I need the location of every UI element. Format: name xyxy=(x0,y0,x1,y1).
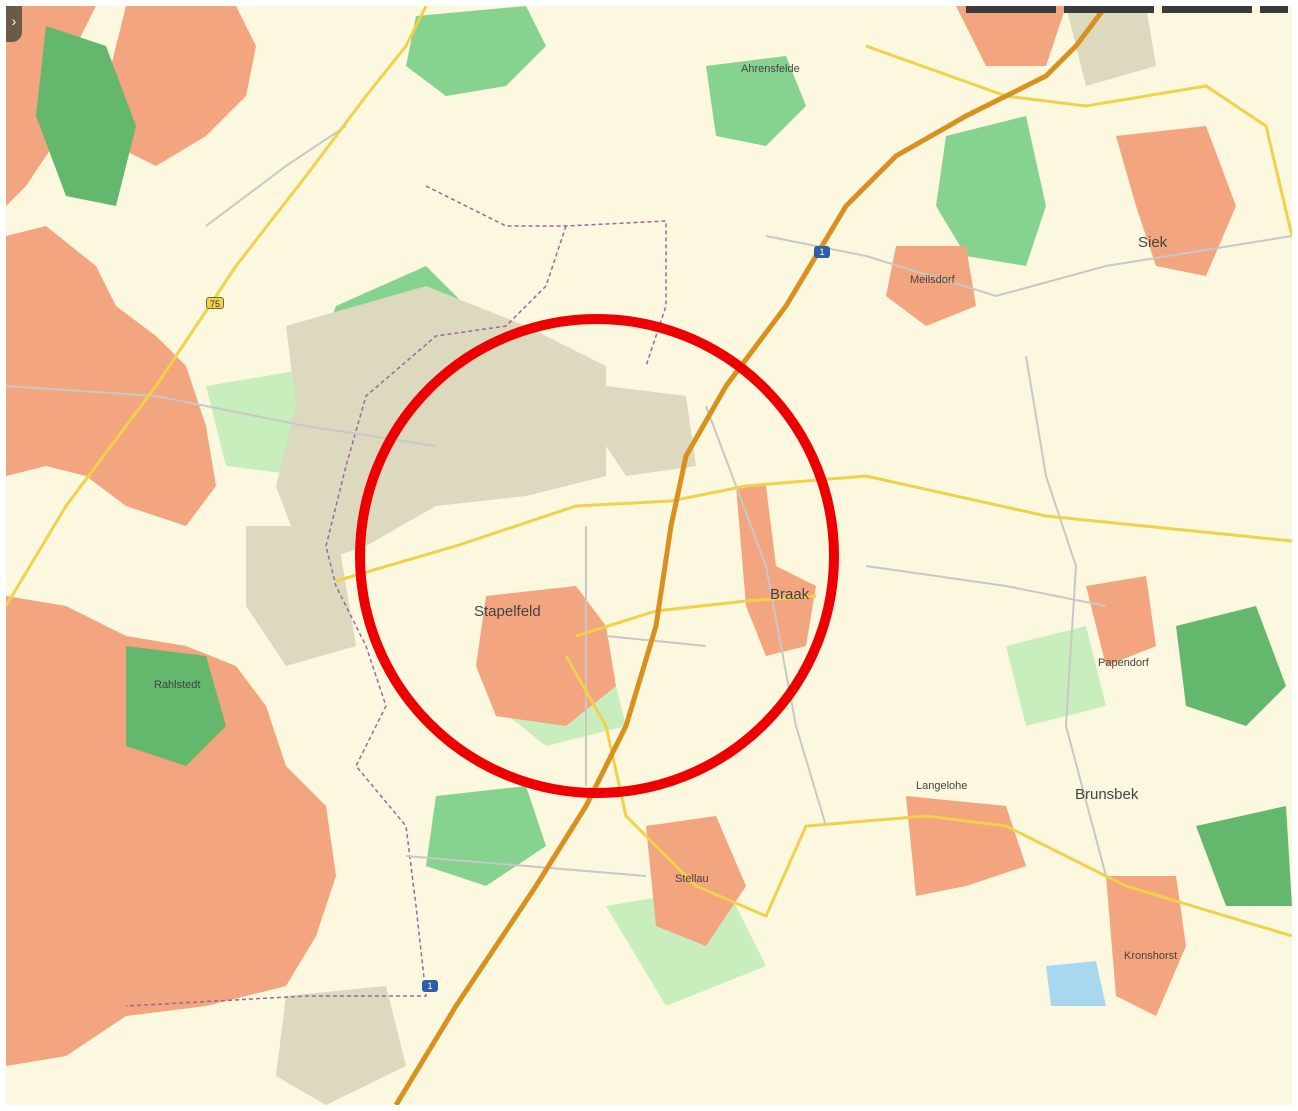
autobahn-a1-shield-north: 1 xyxy=(814,246,830,258)
lake-south xyxy=(1046,961,1106,1006)
urban-area-southwest xyxy=(6,596,336,1066)
major-road-south xyxy=(564,655,1292,938)
settlement-kronshorst xyxy=(1106,876,1186,1016)
admin-boundary xyxy=(125,185,667,1007)
forest-southeast xyxy=(1196,806,1292,906)
forest-upper xyxy=(406,6,546,96)
urban-area-northwest xyxy=(106,6,256,166)
major-road-east-west xyxy=(335,474,1292,583)
forest-east xyxy=(1176,606,1286,726)
place-label-langelohe: Langelohe xyxy=(916,780,968,792)
bare-land-rahlstedt xyxy=(246,526,356,666)
forest-northwest xyxy=(36,26,136,206)
forest-north-center xyxy=(706,56,806,146)
settlement-northeast xyxy=(956,6,1066,66)
bare-land-northeast xyxy=(1066,6,1156,86)
highlight-circle xyxy=(355,314,839,798)
place-label-kronshorst: Kronshorst xyxy=(1124,950,1178,962)
toolbar-button[interactable] xyxy=(1162,6,1252,13)
major-road-northeast xyxy=(865,44,1292,237)
motorway-a1 xyxy=(393,6,1108,1105)
place-label-siek: Siek xyxy=(1138,234,1168,251)
map-canvas[interactable]: Ahrensfelde Siek Meilsdorf Stapelfeld Br… xyxy=(6,6,1292,1105)
place-label-meilsdorf: Meilsdorf xyxy=(910,274,955,286)
panel-toggle-button[interactable]: › xyxy=(6,6,22,42)
toolbar-button[interactable] xyxy=(1064,6,1154,13)
place-label-ahrensfelde: Ahrensfelde xyxy=(741,63,800,75)
place-label-papendorf: Papendorf xyxy=(1098,657,1149,669)
settlement-siek xyxy=(1116,126,1236,276)
settlement-stapelfeld xyxy=(476,586,616,726)
settlement-langelohe xyxy=(906,796,1026,896)
forest-rahlstedt xyxy=(126,646,226,766)
settlement-papendorf xyxy=(1086,576,1156,666)
place-label-stapelfeld: Stapelfeld xyxy=(474,603,541,620)
bare-land-south xyxy=(276,986,406,1105)
forest-northeast xyxy=(936,116,1046,266)
minor-road-network xyxy=(6,125,1292,877)
place-label-rahlstedt: Rahlstedt xyxy=(154,679,201,691)
bare-land-industrial xyxy=(606,386,696,476)
urban-area-rahlstedt xyxy=(6,226,216,526)
bundesstrasse-b75-shield: 75 xyxy=(206,297,225,309)
place-label-brunsbek: Brunsbek xyxy=(1075,786,1139,803)
bare-land-hoisdorf xyxy=(276,286,606,566)
settlement-braak xyxy=(736,486,816,656)
settlement-stellau xyxy=(646,816,746,946)
toolbar-button[interactable] xyxy=(1260,6,1288,13)
settlement-meilsdorf xyxy=(886,246,976,326)
forest-south-center xyxy=(426,786,546,886)
major-road-b75 xyxy=(6,6,428,607)
map-top-toolbar xyxy=(958,6,1288,13)
autobahn-a1-shield-south: 1 xyxy=(422,980,438,992)
map-base-layer xyxy=(6,6,1292,1105)
toolbar-button[interactable] xyxy=(966,6,1056,13)
major-road-braak xyxy=(575,594,817,638)
place-label-braak: Braak xyxy=(770,586,810,603)
meadow-east xyxy=(1006,626,1106,726)
place-label-stellau: Stellau xyxy=(675,873,709,885)
